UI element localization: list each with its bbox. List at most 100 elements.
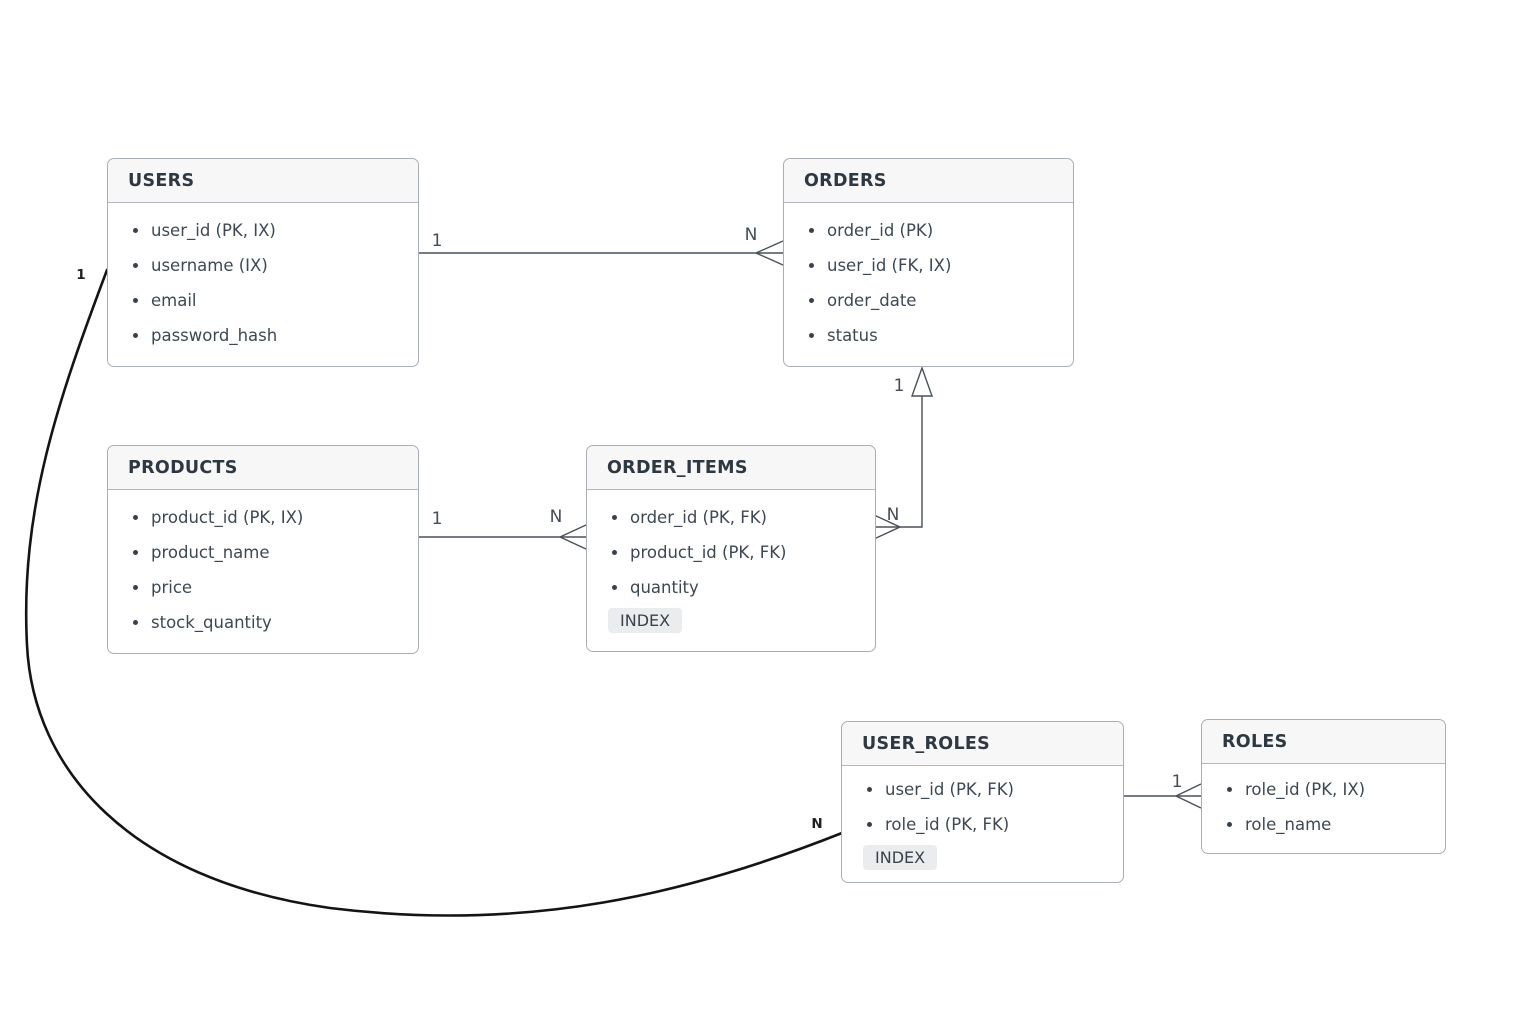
entity-users[interactable]: USERS user_id (PK, IX) username (IX) ema… [107,158,419,367]
entity-field: user_id (PK, FK) [842,772,1123,807]
bullet-dot-icon [133,228,138,233]
entity-orders[interactable]: ORDERS order_id (PK) user_id (FK, IX) or… [783,158,1074,367]
triangle-arrowhead-icon [911,365,933,397]
bullet-dot-icon [133,585,138,590]
field-label: role_id (PK, IX) [1245,780,1366,799]
field-label: user_id (PK, FK) [885,780,1014,799]
bullet-dot-icon [1227,787,1232,792]
entity-field: stock_quantity [108,605,418,640]
crows-foot-icon [559,524,587,550]
bullet-dot-icon [1227,822,1232,827]
entity-field: user_id (PK, IX) [108,213,418,248]
cardinality-label: 1 [76,267,85,283]
entity-field: role_id (PK, IX) [1202,772,1445,807]
entity-field: product_id (PK, FK) [587,535,875,570]
crows-foot-icon [755,240,784,266]
entity-roles-body: role_id (PK, IX) role_name [1202,764,1445,842]
bullet-dot-icon [809,333,814,338]
entity-orders-header: ORDERS [784,159,1073,203]
connector-products-order-items: 1 N [417,507,587,550]
entity-products-body: product_id (PK, IX) product_name price s… [108,490,418,640]
connector-curve [24,268,844,917]
entity-title: ORDER_ITEMS [607,457,748,478]
field-label: order_id (PK, FK) [630,508,767,527]
field-label: order_id (PK) [827,221,934,240]
connector-users-user-roles: 1 N [24,267,844,917]
cardinality-label: 1 [894,376,905,396]
crows-foot-icon [1175,783,1202,809]
index-badge: INDEX [863,845,938,870]
field-label: role_name [1245,815,1332,834]
entity-field: password_hash [108,318,418,353]
entity-order-items-body: order_id (PK, FK) product_id (PK, FK) qu… [587,490,875,633]
entity-field: role_id (PK, FK) [842,807,1123,842]
entity-field: user_id (FK, IX) [784,248,1073,283]
cardinality-label: 1 [432,231,443,251]
field-label: quantity [630,578,699,597]
entity-field: product_name [108,535,418,570]
field-label: status [827,326,878,345]
field-label: product_id (PK, IX) [151,508,304,527]
bullet-dot-icon [809,228,814,233]
connector-line [874,396,923,528]
connector-user-roles-roles: 1 [1122,772,1202,809]
entity-field: status [784,318,1073,353]
entity-orders-body: order_id (PK) user_id (FK, IX) order_dat… [784,203,1073,353]
cardinality-label: 1 [1172,772,1183,792]
field-label: email [151,291,197,310]
field-label: username (IX) [151,256,268,275]
cardinality-label: 1 [432,509,443,529]
entity-field: username (IX) [108,248,418,283]
bullet-dot-icon [133,263,138,268]
entity-title: ROLES [1222,731,1288,752]
connector-order-items-orders: N 1 [873,365,933,540]
bullet-dot-icon [133,515,138,520]
field-label: order_date [827,291,917,310]
entity-products[interactable]: PRODUCTS product_id (PK, IX) product_nam… [107,445,419,654]
entity-field: order_id (PK) [784,213,1073,248]
entity-products-header: PRODUCTS [108,446,418,490]
cardinality-label: N [550,507,563,527]
bullet-dot-icon [612,550,617,555]
field-label: product_name [151,543,270,562]
bullet-dot-icon [612,515,617,520]
index-badge: INDEX [608,608,683,633]
field-label: user_id (FK, IX) [827,256,952,275]
entity-users-body: user_id (PK, IX) username (IX) email pas… [108,203,418,353]
field-label: price [151,578,193,597]
entity-field: quantity [587,570,875,605]
entity-roles[interactable]: ROLES role_id (PK, IX) role_name [1201,719,1446,854]
bullet-dot-icon [867,822,872,827]
entity-order-items[interactable]: ORDER_ITEMS order_id (PK, FK) product_id… [586,445,876,652]
field-label: role_id (PK, FK) [885,815,1010,834]
bullet-dot-icon [133,550,138,555]
entity-field: order_id (PK, FK) [587,500,875,535]
entity-title: USER_ROLES [862,733,991,754]
entity-title: ORDERS [804,170,887,191]
entity-user-roles-header: USER_ROLES [842,722,1123,766]
field-label: user_id (PK, IX) [151,221,276,240]
bullet-dot-icon [612,585,617,590]
cardinality-label: N [811,816,822,832]
crows-foot-icon [873,514,901,540]
entity-title: PRODUCTS [128,457,238,478]
entity-field: role_name [1202,807,1445,842]
entity-field: order_date [784,283,1073,318]
cardinality-label: N [745,225,758,245]
entity-title: USERS [128,170,195,191]
entity-field: product_id (PK, IX) [108,500,418,535]
field-label: stock_quantity [151,613,272,632]
entity-user-roles-body: user_id (PK, FK) role_id (PK, FK) INDEX [842,766,1123,870]
entity-user-roles[interactable]: USER_ROLES user_id (PK, FK) role_id (PK,… [841,721,1124,883]
bullet-dot-icon [867,787,872,792]
bullet-dot-icon [809,298,814,303]
cardinality-label: N [887,505,900,525]
entity-roles-header: ROLES [1202,720,1445,764]
bullet-dot-icon [133,620,138,625]
field-label: password_hash [151,326,278,345]
bullet-dot-icon [133,333,138,338]
bullet-dot-icon [809,263,814,268]
entity-field: price [108,570,418,605]
